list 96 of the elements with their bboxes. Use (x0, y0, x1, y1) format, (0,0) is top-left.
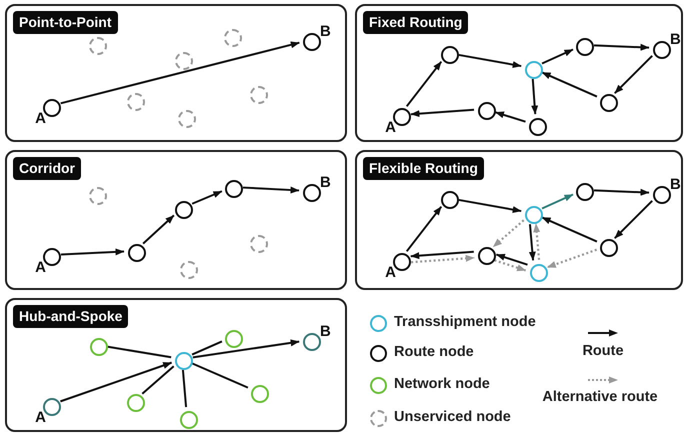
network-node (225, 330, 243, 348)
route-node (175, 201, 193, 219)
route-arrow (542, 48, 574, 64)
connector-line (142, 366, 174, 394)
transshipment-node (525, 61, 543, 79)
route-node (303, 184, 321, 202)
legend-label: Network node (394, 376, 490, 392)
route-node (441, 191, 459, 209)
route-node (653, 186, 671, 204)
route-arrow (60, 248, 124, 256)
route-node (653, 41, 671, 59)
alternative-route-arrow (411, 254, 475, 264)
network-node (127, 394, 145, 412)
endpoint-label: B (670, 177, 681, 192)
route-arrow (192, 190, 222, 205)
legend-label: Unserviced node (394, 409, 511, 425)
endpoint-label: B (320, 24, 331, 39)
network-node (251, 385, 269, 403)
route-arrow (458, 54, 522, 68)
route-arrow (242, 186, 300, 194)
alternative-route-arrow (492, 219, 524, 248)
panel (355, 4, 683, 142)
legend-label: Transshipment node (394, 314, 536, 330)
route-arrow (594, 188, 650, 196)
connector-line (182, 370, 188, 408)
legend-label: Route node (394, 344, 474, 360)
unserviced-node (250, 86, 268, 104)
alternative-route-arrow (546, 248, 598, 268)
route-arrow (614, 200, 653, 239)
route-node (441, 46, 459, 64)
route-arrow (410, 108, 474, 118)
route-arrow (614, 55, 653, 94)
transshipment-node (525, 206, 543, 224)
unserviced-node (175, 52, 193, 70)
unserviced-node (180, 261, 198, 279)
endpoint-label: A (35, 410, 46, 425)
panel (355, 150, 683, 290)
panel-title: Flexible Routing (363, 157, 484, 180)
legend-label: Route (582, 343, 624, 359)
route-arrow (594, 44, 650, 51)
panel-title: Hub-and-Spoke (13, 305, 128, 328)
route-arrow (60, 41, 300, 104)
unserviced-node (89, 37, 107, 55)
route-arrow (496, 254, 528, 266)
route-node (225, 180, 243, 198)
network-node (90, 338, 108, 356)
route-arrow (192, 339, 300, 358)
route-arrow (495, 111, 526, 123)
route-arrow (528, 224, 536, 261)
connector-line (192, 340, 222, 356)
route-arrow (60, 362, 172, 402)
alternative-route-arrow (533, 223, 540, 260)
route-arrow (542, 72, 598, 98)
route-node (478, 247, 496, 265)
unserviced-node (224, 29, 242, 47)
network-node (180, 411, 198, 429)
route-node (600, 239, 618, 257)
panel-title: Corridor (13, 157, 81, 180)
panel-title: Point-to-Point (13, 11, 118, 34)
route-arrow (406, 206, 442, 252)
route-arrow (410, 250, 474, 260)
route-node (529, 118, 547, 136)
route-node (576, 38, 594, 56)
route-arrow (406, 61, 442, 107)
unserviced-node (89, 187, 107, 205)
connector-line (192, 362, 248, 389)
unserviced-node (178, 110, 196, 128)
endpoint-label: A (35, 260, 46, 275)
endpoint-label: B (320, 324, 331, 339)
endpoint-node (303, 333, 321, 351)
unserviced-node (250, 235, 268, 253)
panel-title: Fixed Routing (363, 11, 468, 34)
endpoint-label: A (35, 111, 46, 126)
connector-line (108, 346, 172, 358)
route-node (128, 244, 146, 262)
endpoint-label: A (385, 120, 396, 135)
route-arrow (531, 78, 538, 115)
panel (5, 150, 347, 290)
route-node (303, 33, 321, 51)
route-arrow (542, 216, 598, 242)
endpoint-label: B (670, 32, 681, 47)
route-node (478, 102, 496, 120)
route-arrow (542, 194, 574, 210)
route-arrow (458, 198, 522, 214)
unserviced-node (127, 93, 145, 111)
panel (5, 4, 347, 142)
transshipment-node (175, 352, 193, 370)
route-node (576, 183, 594, 201)
panel (5, 298, 347, 432)
legend-label: Alternative route (542, 389, 658, 405)
route-node (600, 94, 618, 112)
route-arrow (142, 214, 175, 244)
endpoint-label: B (320, 175, 331, 190)
endpoint-label: A (385, 265, 396, 280)
alternative-route-arrow (494, 259, 526, 272)
transshipment-node (530, 264, 548, 282)
